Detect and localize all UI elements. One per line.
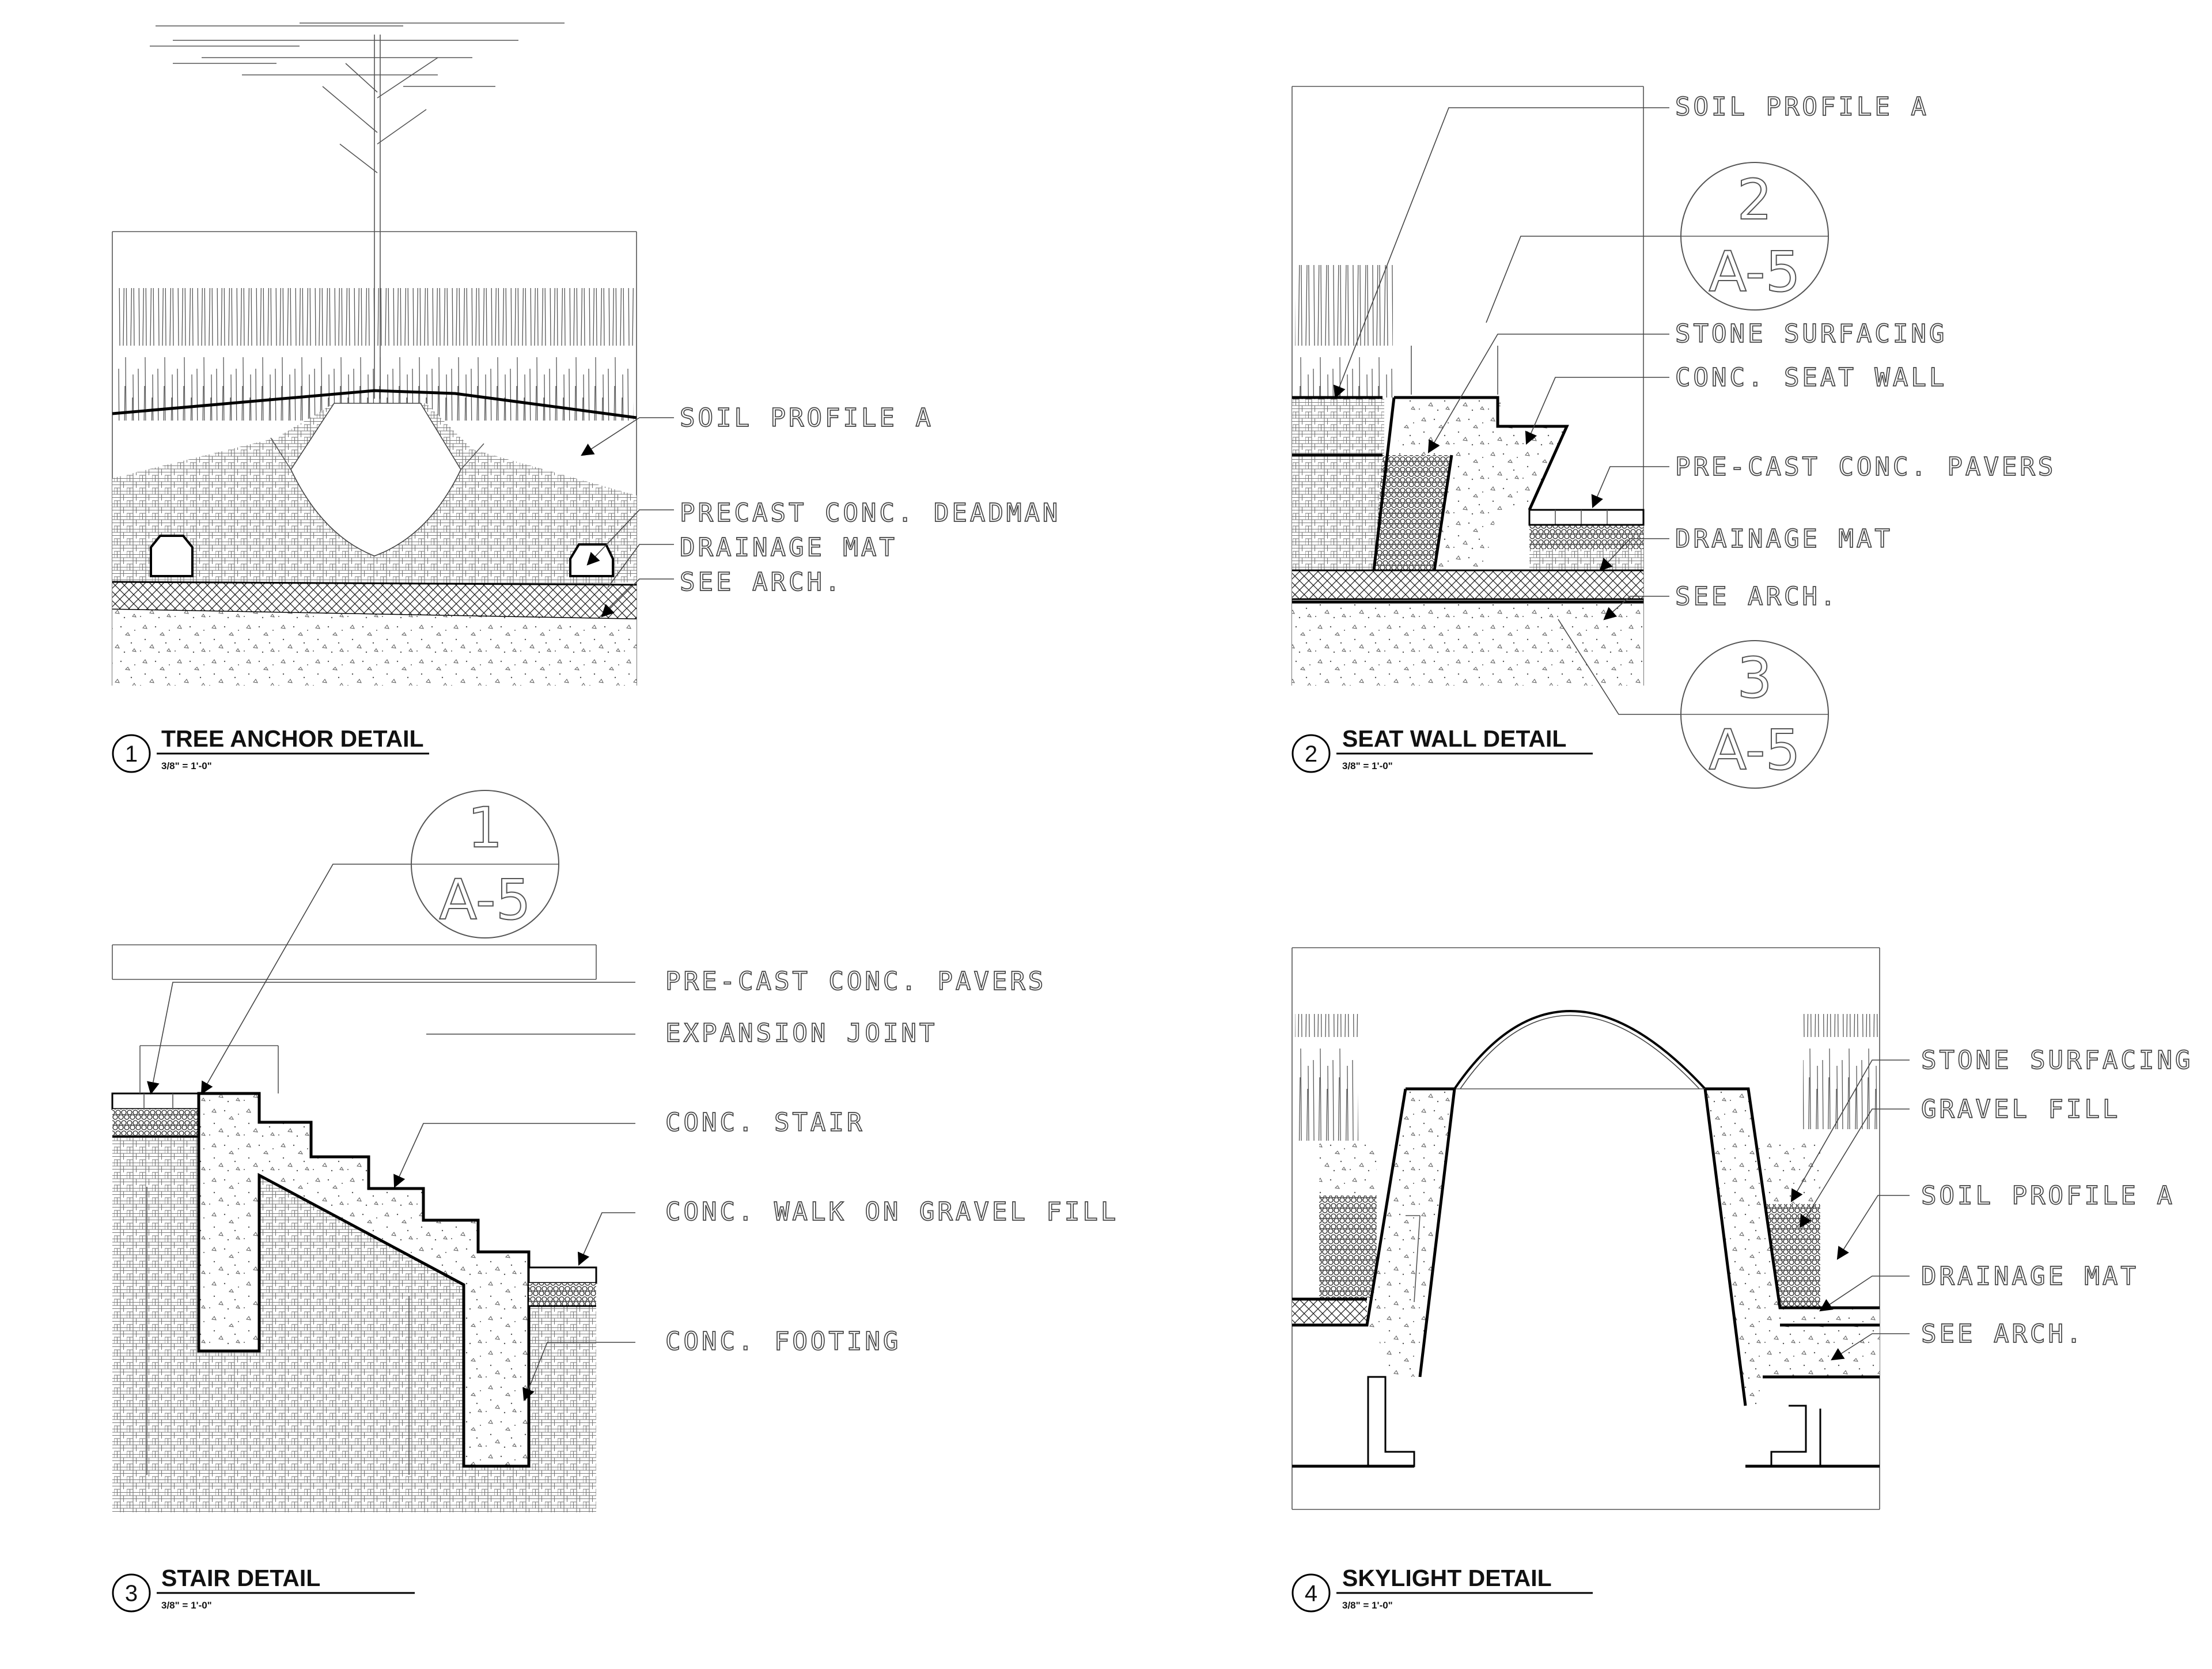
d3-leader-callout <box>200 864 411 1095</box>
detail-4-drawing <box>1291 947 1880 1510</box>
detail-title: SKYLIGHT DETAIL <box>1342 1565 1552 1591</box>
d2-leader-see-arch <box>1603 596 1669 620</box>
d4-label-see-arch: SEE ARCH. <box>1921 1319 2084 1349</box>
detail-number-bubble <box>112 1573 151 1613</box>
d3-leader-footing <box>522 1342 635 1402</box>
d4-leader-drainage <box>1819 1276 1910 1312</box>
svg-text:A-5: A-5 <box>1709 240 1800 304</box>
svg-text:3: 3 <box>1737 646 1772 710</box>
d2-label-pavers: PRE-CAST CONC. PAVERS <box>1675 452 2056 482</box>
d2-leader-pavers <box>1591 466 1669 509</box>
detail-scale: 3/8" = 1'-0" <box>161 760 212 771</box>
detail-title: SEAT WALL DETAIL <box>1342 725 1566 752</box>
d2-leader-drainage <box>1599 538 1669 572</box>
d2-label-see-arch: SEE ARCH. <box>1675 582 1838 611</box>
detail-1-drawing <box>112 22 637 686</box>
d4-leader-soil <box>1836 1195 1910 1260</box>
d1-label-soil-profile: SOIL PROFILE A <box>680 403 934 433</box>
detail-number: 4 <box>1305 1581 1317 1606</box>
callout-bubble-2-a5: 2 A-5 <box>1680 162 1829 311</box>
d2-leader-soil-profile <box>1333 107 1669 399</box>
d1-label-deadman: PRECAST CONC. DEADMAN <box>680 498 1060 528</box>
d2-leader-stone-surfacing <box>1427 334 1669 453</box>
d2-leader-seat-wall <box>1525 377 1669 445</box>
d3-label-expansion-joint: EXPANSION JOINT <box>665 1019 937 1048</box>
leader-see-arch <box>601 578 674 618</box>
d4-leader-see-arch <box>1831 1333 1910 1361</box>
svg-text:A-5: A-5 <box>1709 718 1800 782</box>
leader-deadman <box>586 509 674 566</box>
detail-3-drawing <box>111 944 597 1512</box>
d2-label-seat-wall: CONC. SEAT WALL <box>1675 363 1947 392</box>
d2-label-drainage-mat: DRAINAGE MAT <box>1675 524 1893 554</box>
d3-label-footing: CONC. FOOTING <box>665 1327 901 1356</box>
d3-label-walk: CONC. WALK ON GRAVEL FILL <box>665 1197 1119 1227</box>
d3-leader-walk <box>577 1212 635 1266</box>
detail-4-title-block: 4 SKYLIGHT DETAIL 3/8" = 1'-0" <box>1291 1565 1593 1613</box>
detail-scale: 3/8" = 1'-0" <box>161 1600 212 1611</box>
detail-2-title-block: 2 SEAT WALL DETAIL 3/8" = 1'-0" <box>1291 725 1593 773</box>
d2-callout-3-leader <box>1558 619 1681 715</box>
d4-label-drainage-mat: DRAINAGE MAT <box>1921 1262 2139 1291</box>
detail-title: STAIR DETAIL <box>161 1565 320 1591</box>
detail-number-bubble <box>112 734 151 773</box>
detail-number: 2 <box>1305 741 1317 767</box>
detail-title: TREE ANCHOR DETAIL <box>161 725 424 752</box>
leader-soil-profile <box>581 417 674 456</box>
d1-label-see-arch: SEE ARCH. <box>680 567 843 597</box>
svg-text:1: 1 <box>467 796 502 860</box>
detail-number: 1 <box>125 741 138 767</box>
d4-leader-gravel <box>1799 1108 1910 1228</box>
d4-label-gravel-fill: GRAVEL FILL <box>1921 1095 2120 1124</box>
d2-label-soil-profile: SOIL PROFILE A <box>1675 92 1929 122</box>
svg-text:2: 2 <box>1737 168 1772 232</box>
detail-scale: 3/8" = 1'-0" <box>1342 760 1393 771</box>
d4-label-stone-surfacing: STONE SURFACING <box>1921 1046 2193 1075</box>
detail-number-bubble <box>1291 734 1331 773</box>
d4-leader-stone <box>1790 1059 1910 1202</box>
tree-icon <box>150 22 565 399</box>
detail-number: 3 <box>125 1581 138 1606</box>
d2-callout-2-leader <box>1486 236 1681 323</box>
d4-label-soil-profile: SOIL PROFILE A <box>1921 1181 2175 1210</box>
d3-leader-pavers <box>147 982 635 1095</box>
d2-label-stone-surfacing: STONE SURFACING <box>1675 319 1947 349</box>
callout-bubble-1-a5: 1 A-5 <box>411 790 559 938</box>
detail-3-title-block: 3 STAIR DETAIL 3/8" = 1'-0" <box>112 1565 415 1613</box>
detail-number-bubble <box>1291 1573 1331 1613</box>
callout-bubble-3-a5: 3 A-5 <box>1680 640 1829 789</box>
d3-label-stair: CONC. STAIR <box>665 1108 865 1137</box>
d3-label-pavers: PRE-CAST CONC. PAVERS <box>665 967 1046 996</box>
svg-text:A-5: A-5 <box>439 868 531 932</box>
leader-drainage-mat <box>607 544 674 588</box>
detail-scale: 3/8" = 1'-0" <box>1342 1600 1393 1611</box>
d1-label-drainage-mat: DRAINAGE MAT <box>680 533 897 562</box>
d3-leader-stair <box>393 1123 635 1189</box>
detail-1-title-block: 1 TREE ANCHOR DETAIL 3/8" = 1'-0" <box>112 725 429 773</box>
